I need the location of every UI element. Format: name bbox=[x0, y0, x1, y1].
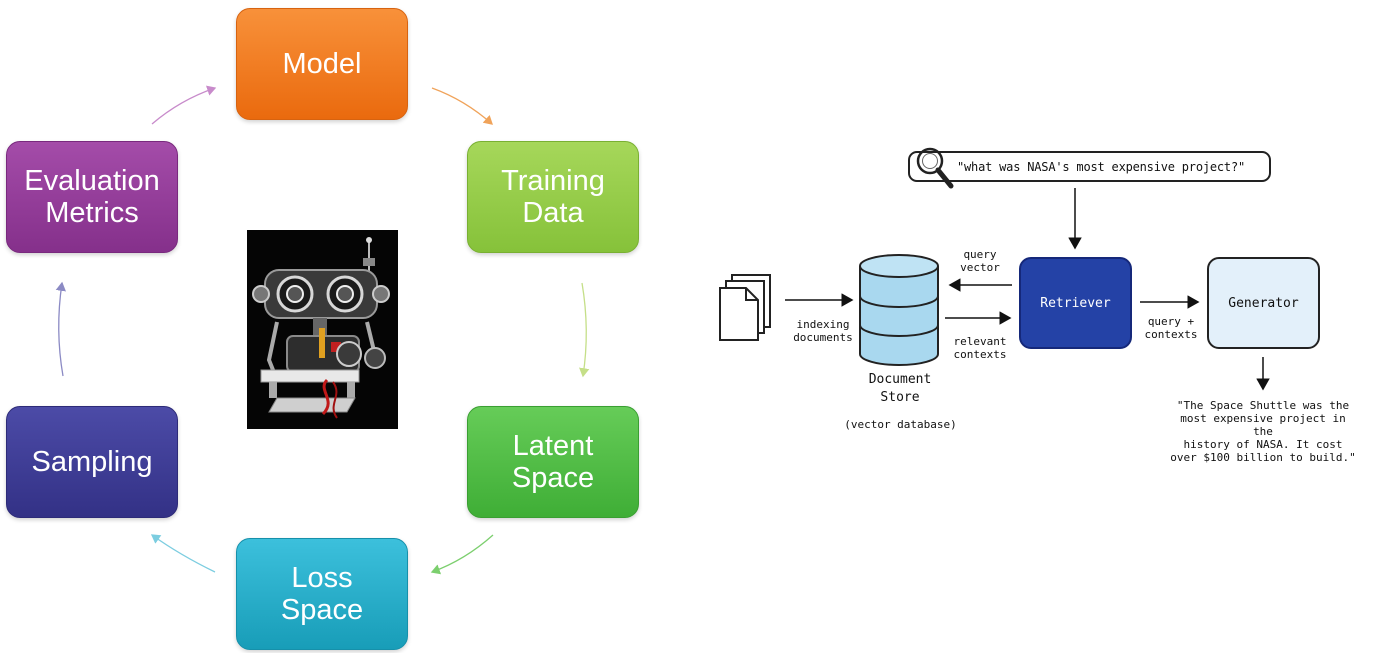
sampling-node: Sampling bbox=[6, 406, 178, 518]
arrow-latent-to-loss bbox=[430, 534, 494, 575]
answer-text: "The Space Shuttle was the most expensiv… bbox=[1170, 399, 1356, 464]
robot-illustration bbox=[247, 230, 398, 429]
cycle-arrows bbox=[55, 85, 590, 575]
arrow-evaluation-to-model bbox=[151, 85, 217, 125]
arrow-sampling-to-evaluation bbox=[55, 281, 66, 377]
evaluation-metrics-node: Evaluation Metrics bbox=[6, 141, 178, 253]
query-contexts-label: query + contexts bbox=[1144, 315, 1198, 341]
query-vector-label: query vector bbox=[960, 248, 1000, 274]
query-box bbox=[908, 151, 1271, 182]
model-node: Model bbox=[236, 8, 408, 120]
query-text: "what was NASA's most expensive project?… bbox=[957, 160, 1246, 174]
relevant-contexts-label: relevant contexts bbox=[953, 335, 1007, 361]
loss-space-node: Loss Space bbox=[236, 538, 408, 650]
latent-space-node: Latent Space bbox=[467, 406, 639, 518]
search-icon bbox=[916, 147, 954, 189]
retriever-node: Retriever bbox=[1019, 257, 1132, 349]
generator-node: Generator bbox=[1207, 257, 1320, 349]
document-store-label: Document Store bbox=[868, 372, 932, 405]
indexing-documents-label: indexing documents bbox=[793, 318, 853, 344]
database-icon bbox=[859, 254, 939, 366]
documents-icon bbox=[719, 274, 771, 341]
vector-database-label: (vector database) bbox=[844, 418, 957, 431]
training-data-node: Training Data bbox=[467, 141, 639, 253]
arrow-training-to-latent bbox=[579, 282, 590, 378]
arrow-loss-to-sampling bbox=[150, 534, 216, 573]
arrow-model-to-training bbox=[431, 87, 493, 125]
